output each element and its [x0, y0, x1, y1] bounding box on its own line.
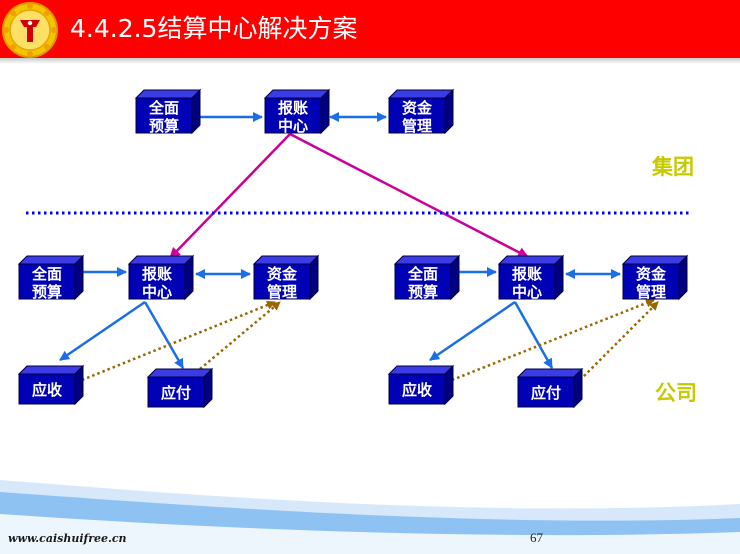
company-logo — [2, 2, 58, 58]
title-shadow — [0, 58, 740, 64]
node-label: 预算 — [32, 283, 62, 301]
page-number: 67 — [530, 530, 543, 545]
node-label: 全面 — [31, 265, 62, 283]
arrow-hq-to-left-center — [169, 133, 291, 259]
node-label: 中心 — [512, 283, 542, 301]
node-label: 应付 — [531, 384, 561, 402]
arrow-hq-to-right-center — [289, 132, 529, 259]
footer-wave — [0, 480, 740, 554]
node-label: 管理 — [402, 117, 432, 135]
node-label: 预算 — [408, 283, 438, 301]
region-label-group: 集团 — [651, 155, 694, 179]
arrow-l-receivable-to-funds — [81, 300, 276, 382]
node-label: 管理 — [636, 283, 666, 301]
arrow-r-center-to-payable — [513, 301, 554, 369]
node-label: 报账 — [512, 265, 542, 283]
node-label: 中心 — [142, 283, 172, 301]
node-label: 预算 — [149, 117, 179, 135]
region-label-company: 公司 — [655, 381, 697, 405]
node-label: 应付 — [161, 384, 191, 402]
node-label: 报账 — [142, 265, 172, 283]
node-label: 资金 — [636, 265, 667, 283]
title-bar — [0, 0, 740, 58]
node-label: 应收 — [402, 381, 432, 399]
node-label: 资金 — [402, 99, 433, 117]
node-label: 全面 — [407, 265, 438, 283]
node-l-payable: 应付 — [146, 367, 214, 409]
footer-url: www.caishuifree.cn — [8, 532, 127, 545]
arrow-r-payable-to-funds — [579, 301, 659, 381]
node-label: 应收 — [32, 381, 62, 399]
node-l-receivable: 应收 — [17, 364, 85, 406]
node-label: 中心 — [278, 117, 308, 135]
node-label: 管理 — [267, 283, 297, 301]
node-label: 全面 — [148, 99, 179, 117]
arrow-r-center-to-receivable — [429, 300, 516, 362]
arrow-l-center-to-receivable — [59, 300, 146, 362]
arrow-l-payable-to-funds — [199, 301, 281, 370]
node-r-receivable: 应收 — [387, 364, 455, 406]
arrow-l-center-to-payable — [143, 301, 185, 369]
node-r-payable: 应付 — [516, 367, 584, 409]
node-label: 报账 — [278, 99, 308, 117]
slide-title: 4.4.2.5结算中心解决方案 — [70, 14, 358, 43]
node-label: 资金 — [267, 265, 298, 283]
arrow-r-receivable-to-funds — [451, 298, 655, 382]
